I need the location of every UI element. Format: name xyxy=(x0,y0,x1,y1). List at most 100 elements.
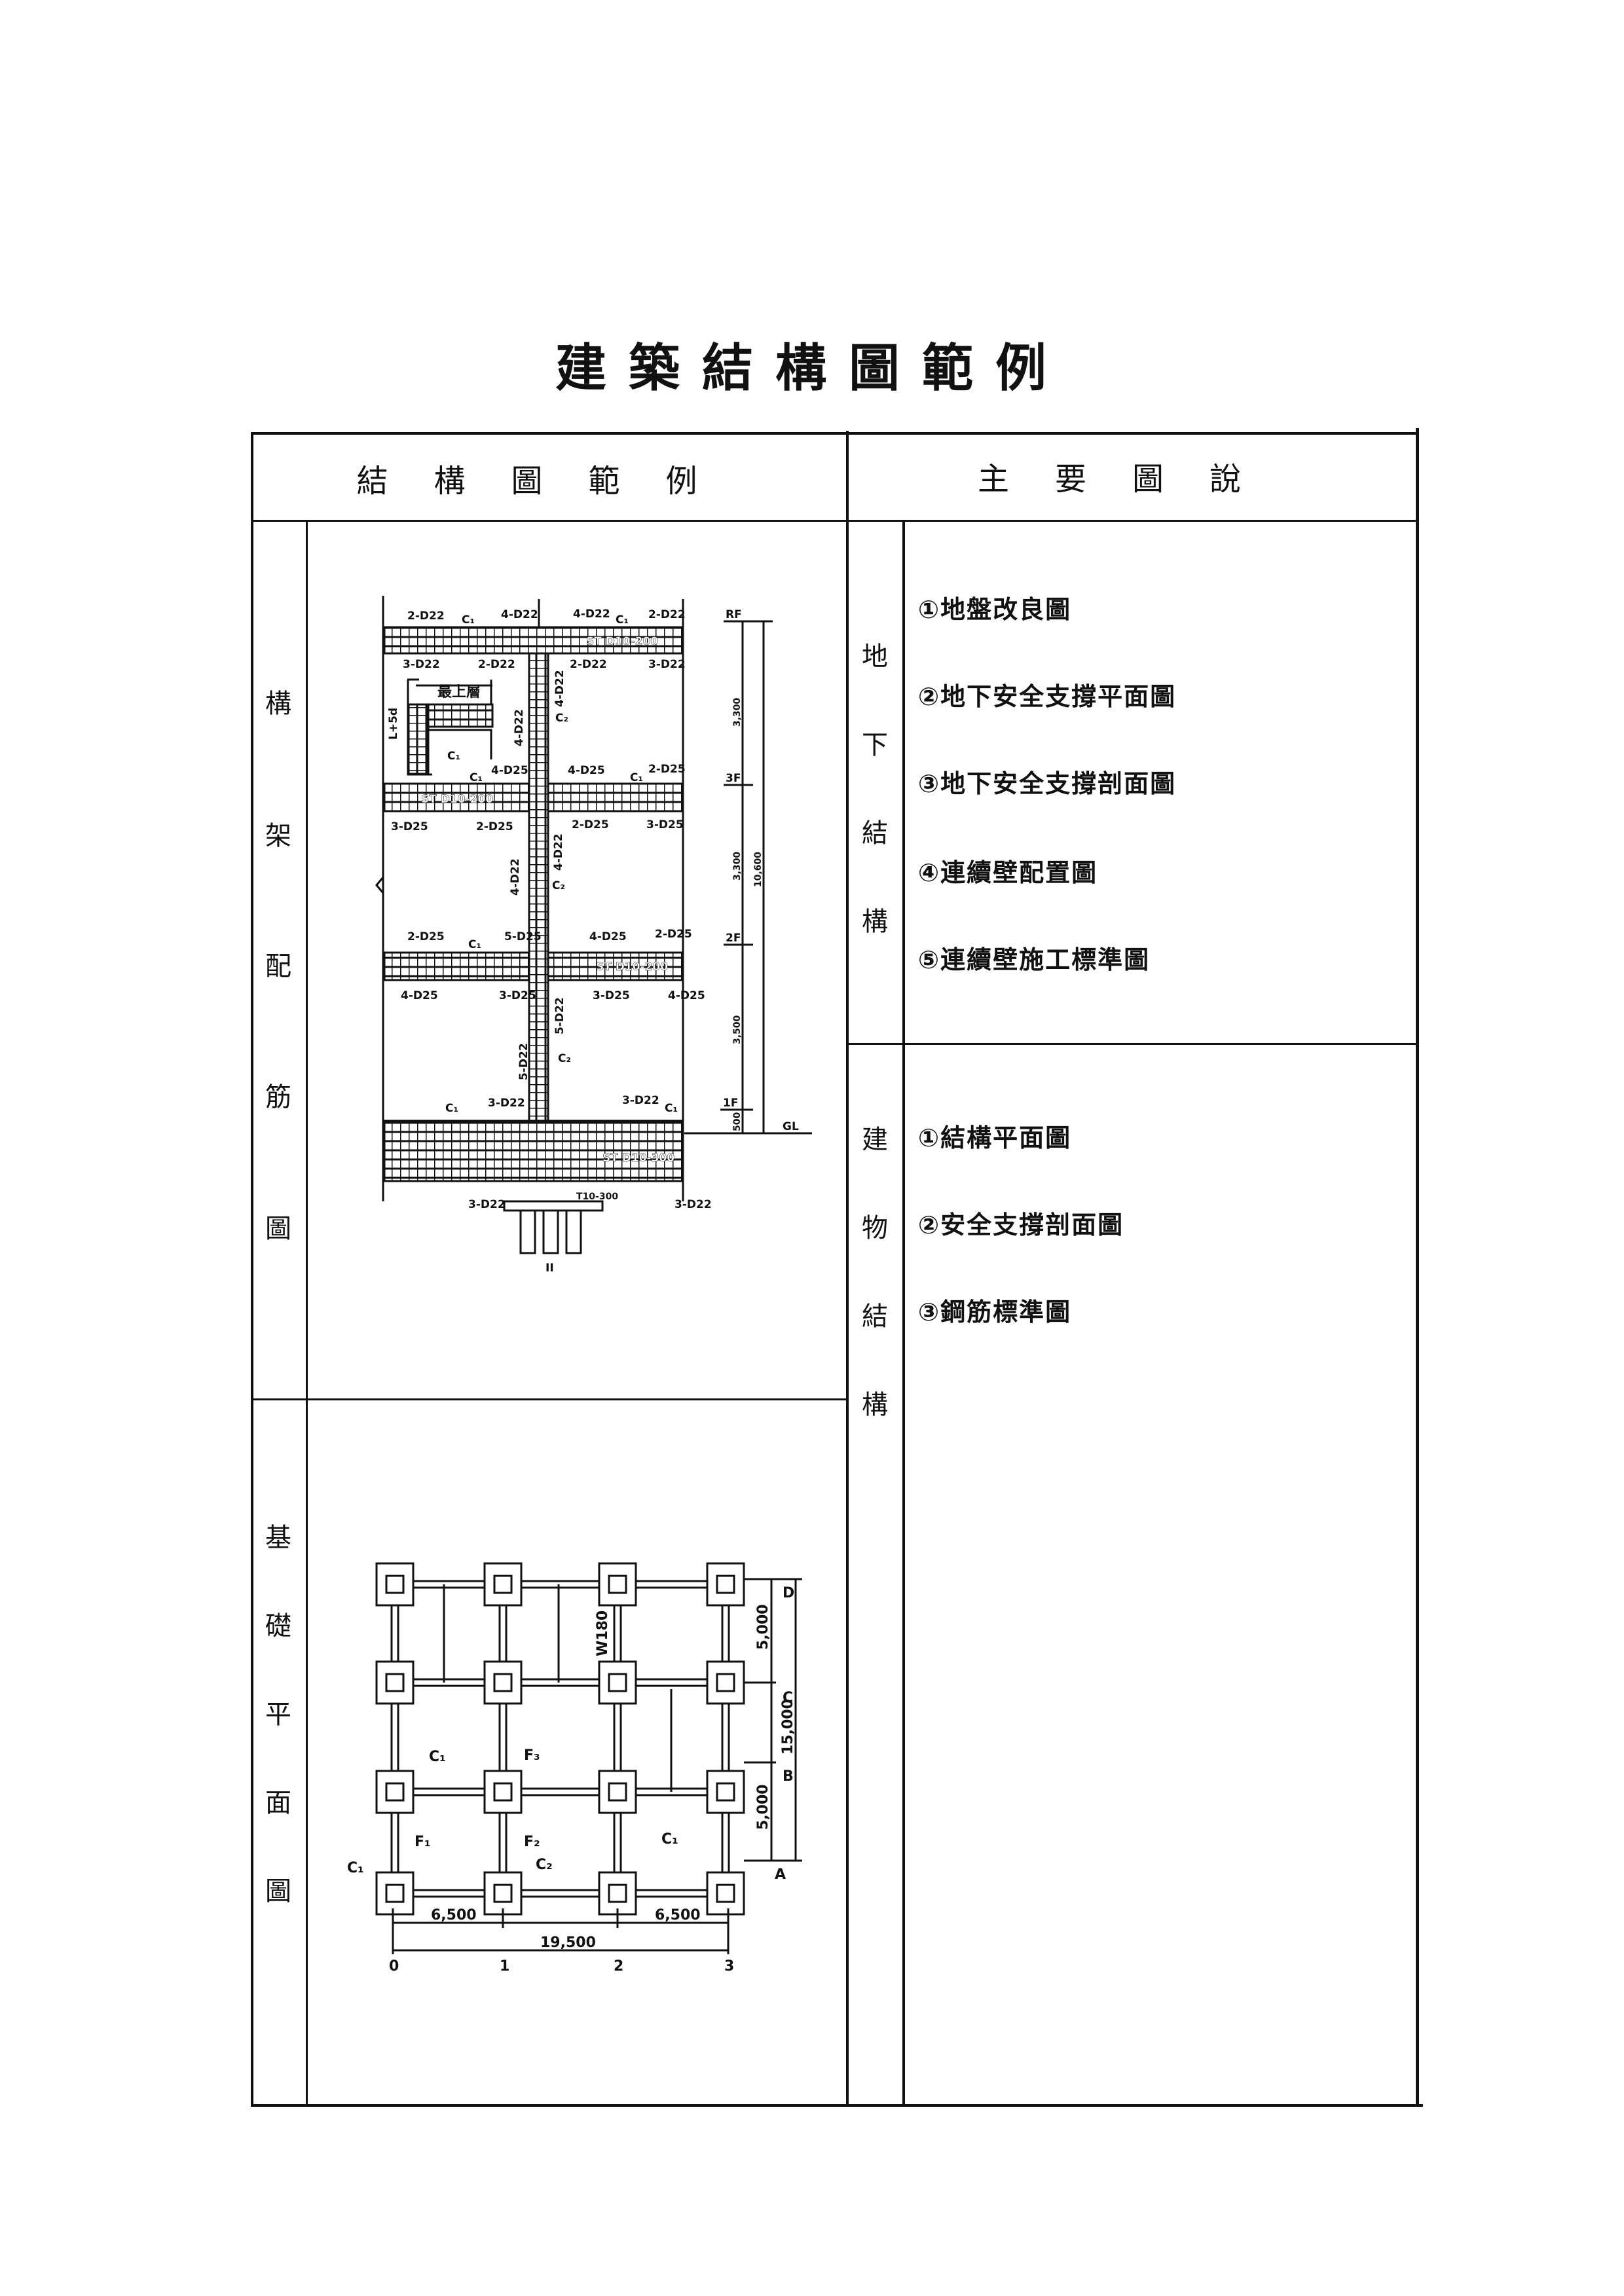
column-base xyxy=(493,1575,513,1594)
rebar-label: 2-D22 xyxy=(648,608,686,621)
stirrup-label: T10-300 xyxy=(576,1192,618,1202)
column-base xyxy=(608,1575,627,1594)
rebar-label: 5-D25 xyxy=(504,930,542,943)
section-label-char: 物 xyxy=(862,1213,888,1243)
column-base xyxy=(385,1884,405,1903)
level-labels: RF 3F 2F 1F GL xyxy=(723,608,799,1133)
pile-footing xyxy=(503,1200,604,1254)
top-floor-label: 最上層 xyxy=(437,684,481,701)
rebar-label: 3-D25 xyxy=(499,989,536,1002)
table-border-right xyxy=(1416,428,1419,2107)
left-label-divider xyxy=(306,520,308,2105)
rebar-label: 2-D25 xyxy=(572,818,609,831)
dimension-label: 6,500 xyxy=(655,1907,701,1923)
header-divider xyxy=(251,520,1417,522)
column-base xyxy=(385,1673,405,1692)
member-label: C₁ xyxy=(445,1102,458,1115)
rebar-label: 3-D22 xyxy=(648,658,686,671)
right-label-divider xyxy=(902,520,905,2105)
column xyxy=(528,652,549,1122)
member-label: C₁ xyxy=(661,1831,678,1848)
rebar-label: 4-D25 xyxy=(401,989,438,1002)
dimension-label: L+5d xyxy=(387,708,400,740)
rebar-label: 3-D22 xyxy=(403,658,440,671)
drawing-list-item: ⑤連續壁施工標準圖 xyxy=(918,945,1151,974)
section-label-char: 下 xyxy=(862,730,888,760)
rebar-label: 4-D22 xyxy=(501,608,538,621)
table-border-left xyxy=(251,432,253,2107)
column-divider xyxy=(846,431,849,2105)
member-label: C₁ xyxy=(429,1749,446,1765)
row-label-char: 配 xyxy=(265,951,291,981)
rebar-label: 2-D22 xyxy=(478,658,515,671)
level-dimensions: 3,300 3,300 3,500 500 10,600 xyxy=(732,697,764,1131)
rebar-label: 4-D22 xyxy=(513,709,526,746)
rebar-label: 2-D25 xyxy=(648,763,686,776)
section-label-char: 地 xyxy=(862,642,888,672)
rebar-label: 4-D22 xyxy=(509,858,522,896)
foundation-beams xyxy=(390,1580,730,1898)
axis-label: B xyxy=(783,1768,794,1785)
section-label-char: 建 xyxy=(862,1125,888,1155)
axis-label: A xyxy=(775,1867,786,1883)
rebar-label: 4-D22 xyxy=(553,670,566,707)
roof-beam xyxy=(383,626,684,655)
right-row-divider xyxy=(846,1043,1417,1045)
rebar-label: 2-D22 xyxy=(407,610,445,623)
member-label: C₂ xyxy=(555,712,568,725)
member-label: C₁ xyxy=(468,938,481,951)
axis-label: 2 xyxy=(614,1958,623,1975)
foundation-labels: D C B A 0 1 2 3 6,500 6,500 19,500 5,000… xyxy=(347,1585,796,1975)
level-label: RF xyxy=(726,608,742,621)
foundation-dimension-lines xyxy=(392,1578,802,1954)
foundation-beam xyxy=(498,1583,507,1895)
member-label: C₁ xyxy=(462,613,475,627)
stirrup-label: ST D10-200 xyxy=(586,635,658,648)
row-label-char: 構 xyxy=(265,689,291,719)
dimension-label: 5,000 xyxy=(755,1604,771,1650)
member-label: C₁ xyxy=(470,771,483,784)
rebar-label: 4-D25 xyxy=(568,764,605,777)
right-column-header: 主要圖說 xyxy=(977,461,1287,498)
footing-label: F₂ xyxy=(524,1834,540,1850)
column-base xyxy=(385,1782,405,1802)
level-label: 3F xyxy=(726,772,741,785)
member-label: C₁ xyxy=(616,613,629,627)
row-label-char: 圖 xyxy=(265,1876,291,1906)
column-base xyxy=(716,1782,735,1802)
drawing-list-item: ②安全支撐剖面圖 xyxy=(918,1211,1124,1239)
axis-label: D xyxy=(783,1585,794,1601)
row-label-char: 圖 xyxy=(265,1214,291,1244)
column-base xyxy=(716,1673,735,1692)
row-label-char: 礎 xyxy=(265,1611,291,1641)
footing-label: F₃ xyxy=(524,1747,540,1764)
rebar-labels: 2-D22 C₁ 4-D22 4-D22 C₁ 2-D22 ST D10-200… xyxy=(387,608,712,1275)
column-base xyxy=(716,1884,735,1903)
pile-label: II xyxy=(545,1262,554,1275)
member-label: C₁ xyxy=(447,750,460,763)
axis-label: 0 xyxy=(389,1958,399,1975)
rebar-label: 3-D25 xyxy=(646,818,684,831)
row-label-char: 基 xyxy=(265,1523,291,1553)
axis-label: C xyxy=(783,1690,793,1706)
frame-outline xyxy=(375,596,684,1201)
rebar-label: 3-D22 xyxy=(622,1094,659,1107)
level-label: 1F xyxy=(723,1097,738,1110)
foundation-beam xyxy=(394,1889,727,1898)
level-label: 2F xyxy=(726,932,741,945)
section-label-char: 構 xyxy=(862,1390,888,1420)
wall-label: W180 xyxy=(595,1611,611,1656)
dimension-label: 500 xyxy=(732,1112,743,1131)
row-label-char: 平 xyxy=(265,1700,291,1730)
rebar-label: 2-D25 xyxy=(407,930,445,943)
rebar-label: 4-D25 xyxy=(589,930,627,943)
rebar-label: 3-D25 xyxy=(391,820,428,833)
dimension-label: 5,000 xyxy=(755,1784,771,1830)
left-column-header: 結構圖範例 xyxy=(356,463,743,500)
rebar-label: 4-D22 xyxy=(552,833,565,871)
axis-label: 3 xyxy=(724,1958,734,1975)
axis-label: 1 xyxy=(500,1958,509,1975)
rebar-label: 2-D25 xyxy=(476,820,513,833)
drawing-list-item: ①結構平面圖 xyxy=(918,1123,1072,1152)
member-label: C₂ xyxy=(536,1857,553,1873)
